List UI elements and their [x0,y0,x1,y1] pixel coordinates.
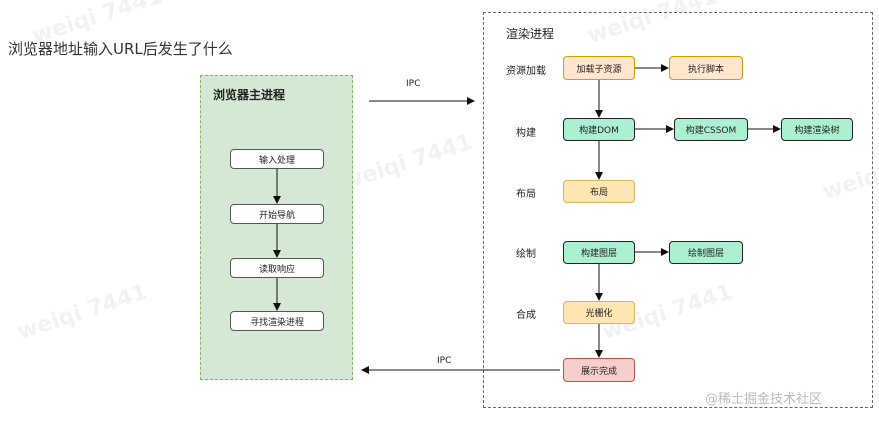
node-layout: 布局 [563,180,635,203]
row-label-resource: 资源加载 [506,66,546,77]
node-build-cssom: 构建CSSOM [674,118,748,141]
node-build-layers: 构建图层 [563,241,635,264]
node-draw-layers: 绘制图层 [669,241,743,264]
node-build-render-tree: 构建渲染树 [781,118,853,141]
node-execute-script: 执行脚本 [669,56,743,80]
main-process-title: 浏览器主进程 [213,88,286,102]
node-rasterize: 光栅化 [563,301,635,324]
row-label-paint: 绘制 [516,249,536,260]
ipc-label-bottom: IPC [437,356,452,366]
row-label-layout: 布局 [516,189,536,200]
step-input-handling: 输入处理 [230,149,324,169]
ipc-label-top: IPC [406,79,421,89]
step-read-response: 读取响应 [230,258,324,278]
page-title: 浏览器地址输入URL后发生了什么 [8,40,233,58]
step-start-navigation: 开始导航 [230,204,324,224]
row-label-build: 构建 [516,128,536,139]
brand-watermark: @稀土掘金技术社区 [705,392,823,407]
render-process-title: 渲染进程 [506,27,555,41]
render-process-panel [483,12,873,408]
node-load-subresources: 加载子资源 [563,56,635,80]
node-display-complete: 展示完成 [563,358,635,382]
step-find-render-process: 寻找渲染进程 [230,311,324,331]
row-label-composite: 合成 [516,310,536,321]
node-build-dom: 构建DOM [563,118,635,141]
